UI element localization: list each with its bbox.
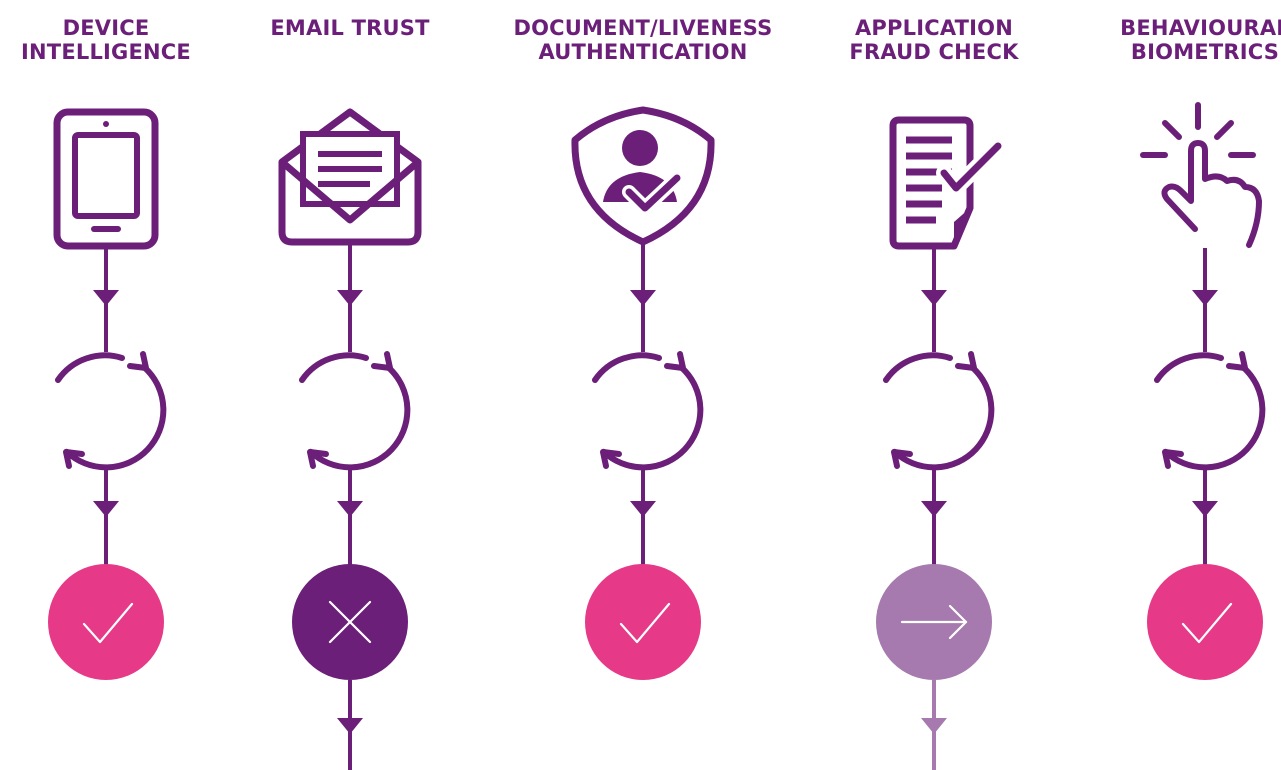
refresh-cycle-icon bbox=[883, 351, 995, 471]
down-arrow-icon bbox=[337, 501, 363, 517]
result-pass-badge bbox=[1147, 564, 1263, 680]
down-arrow-icon bbox=[93, 501, 119, 517]
touch-hand-icon bbox=[1140, 102, 1262, 248]
down-arrow-icon bbox=[630, 290, 656, 306]
down-arrow-icon bbox=[93, 290, 119, 306]
down-arrow-icon bbox=[921, 290, 947, 306]
refresh-cycle-icon bbox=[55, 351, 167, 471]
open-envelope-icon bbox=[278, 108, 422, 246]
result-pass-badge bbox=[585, 564, 701, 680]
step-title-email-trust: EMAIL TRUST bbox=[270, 16, 430, 40]
down-arrow-icon bbox=[337, 718, 363, 734]
down-arrow-icon bbox=[1192, 501, 1218, 517]
result-pass-badge bbox=[48, 564, 164, 680]
document-check-icon bbox=[889, 116, 1006, 250]
result-fail-badge bbox=[292, 564, 408, 680]
step-title-document-liveness: DOCUMENT/LIVENESS AUTHENTICATION bbox=[513, 16, 773, 64]
refresh-cycle-icon bbox=[1154, 351, 1266, 471]
result-refer-badge bbox=[876, 564, 992, 680]
down-arrow-icon bbox=[630, 501, 656, 517]
id-shield-icon bbox=[571, 106, 715, 246]
down-arrow-icon bbox=[921, 501, 947, 517]
refresh-cycle-icon bbox=[592, 351, 704, 471]
refresh-cycle-icon bbox=[299, 351, 411, 471]
down-arrow-icon bbox=[337, 290, 363, 306]
step-title-device-intelligence: DEVICE INTELLIGENCE bbox=[21, 16, 191, 64]
step-title-behavioural-biometrics: BEHAVIOURAL BIOMETRICS bbox=[1120, 16, 1281, 64]
down-arrow-icon bbox=[1192, 290, 1218, 306]
step-title-application-fraud: APPLICATION FRAUD CHECK bbox=[849, 16, 1019, 64]
tablet-icon bbox=[53, 108, 159, 250]
down-arrow-icon bbox=[921, 718, 947, 734]
